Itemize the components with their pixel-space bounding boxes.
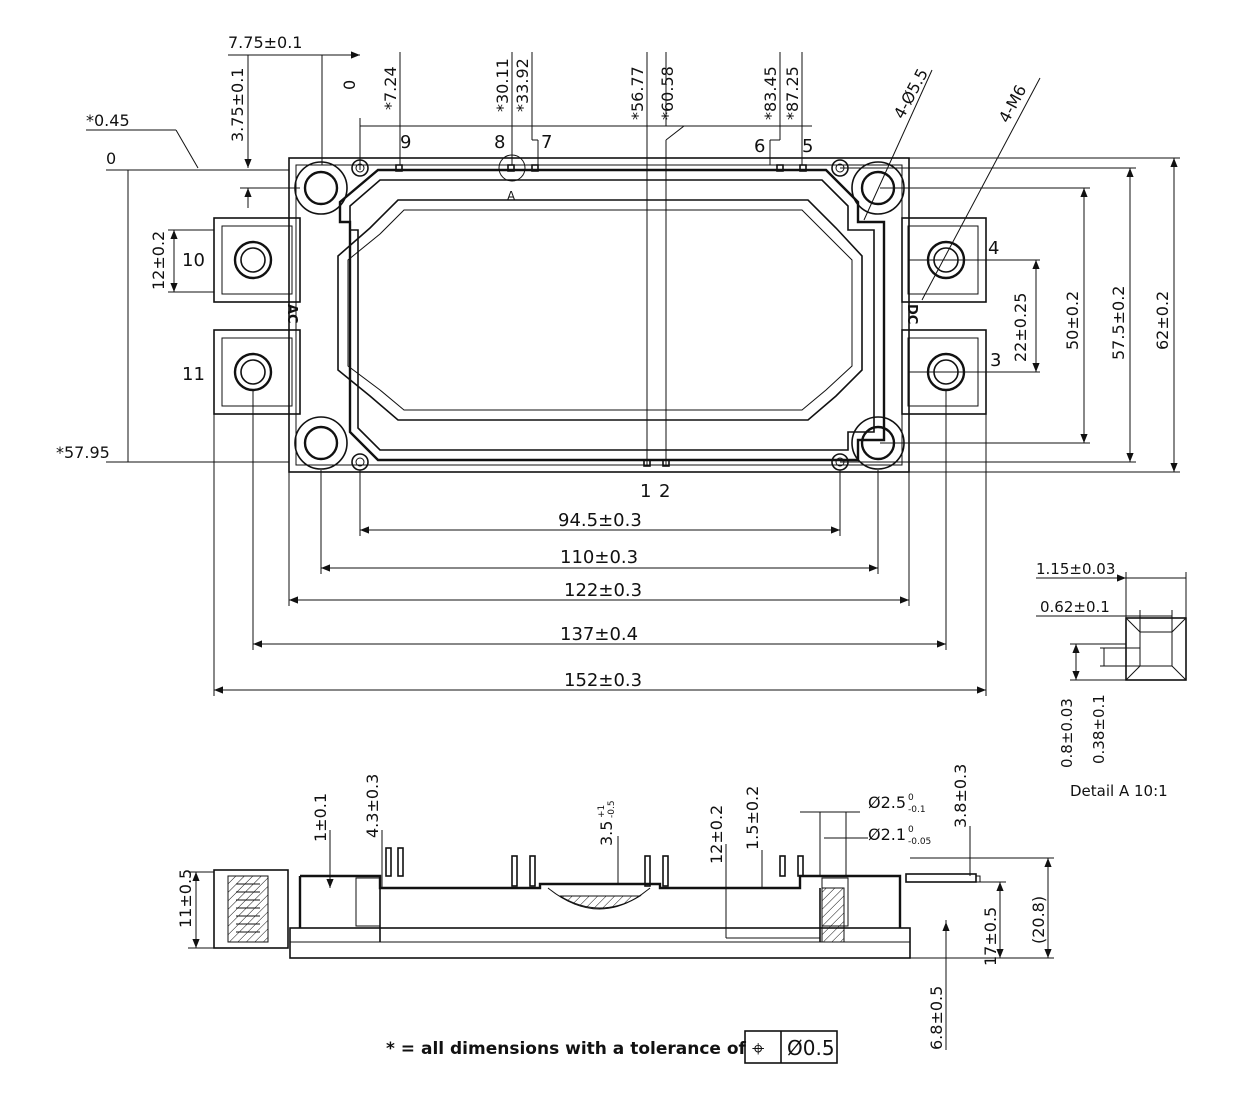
dimension-label: 94.5±0.3 xyxy=(558,510,642,531)
dimension-label: 4.3±0.3 xyxy=(363,774,382,838)
housing-outline xyxy=(338,168,886,462)
dimension-label: 3.75±0.1 xyxy=(228,68,247,142)
mounting-hole-top-left xyxy=(294,161,348,215)
screw-section xyxy=(227,875,269,943)
dimension-label: 12±0.2 xyxy=(707,805,726,864)
dimension-label: 0 xyxy=(908,793,914,803)
dimension-label: 1.15±0.03 xyxy=(1036,560,1115,578)
dimension-label: 1±0.1 xyxy=(311,793,330,842)
dimension-label: 57.5±0.2 xyxy=(1109,286,1128,360)
detail-title: Detail A 10:1 xyxy=(1070,782,1168,800)
dimension-label: +1 xyxy=(597,805,607,818)
position-symbol: ⌖ xyxy=(752,1037,764,1062)
ac-label: AC xyxy=(284,304,299,324)
terminal-label-10: 10 xyxy=(182,250,205,271)
module-window-inner xyxy=(347,209,853,411)
dimension-label: 50±0.2 xyxy=(1063,291,1082,350)
tolerance-value: Ø0.5 xyxy=(787,1036,835,1060)
dimension-label: 3.8±0.3 xyxy=(951,764,970,828)
top-view: 9 8 7 6 5 4 3 10 11 1 2 A AC DC 0 *7.24 … xyxy=(56,33,1180,696)
detail-a: 1.15±0.03 0.62±0.1 0.8±0.03 0.38±0.1 Det… xyxy=(1036,560,1187,800)
dimension-label: 1.5±0.2 xyxy=(743,786,762,850)
module-window xyxy=(337,199,863,421)
terminal-label-1: 1 xyxy=(640,481,651,502)
dimension-label: 0 xyxy=(908,825,914,835)
terminal-label-2: 2 xyxy=(659,481,670,502)
dimension-label: 17±0.5 xyxy=(981,907,1000,966)
dimension-label: *87.25 xyxy=(783,66,802,120)
dimension-label: 12±0.2 xyxy=(149,231,168,290)
dimension-label: *60.58 xyxy=(658,66,677,120)
dimension-label: 6.8±0.5 xyxy=(927,986,946,1050)
dimension-label: 0.62±0.1 xyxy=(1040,598,1110,616)
dimension-label: 152±0.3 xyxy=(564,670,642,691)
dimension-label: -0.05 xyxy=(908,837,931,847)
terminal-label-11: 11 xyxy=(182,364,205,385)
dc-label: DC xyxy=(904,304,919,324)
terminal-block-11 xyxy=(213,329,301,415)
dimension-label: -0.5 xyxy=(607,800,617,818)
dimension-label: *83.45 xyxy=(761,66,780,120)
terminal-label-4: 4 xyxy=(988,238,999,259)
dimension-label: Ø2.5 xyxy=(868,793,906,812)
dimension-label: (20.8) xyxy=(1029,896,1048,944)
terminal-label-8: 8 xyxy=(494,132,505,153)
housing-inner xyxy=(349,179,875,451)
dimension-label: 122±0.3 xyxy=(564,580,642,601)
outer-frame xyxy=(288,157,910,473)
dimension-label: 7.75±0.1 xyxy=(228,33,302,52)
terminal-label-7: 7 xyxy=(541,132,552,153)
dimension-label: 4-Ø5.5 xyxy=(890,65,932,122)
dimension-label: 0 xyxy=(106,149,116,168)
dimension-label: *0.45 xyxy=(86,111,130,130)
dimension-label: -0.1 xyxy=(908,805,926,815)
terminal-label-9: 9 xyxy=(400,132,411,153)
dimension-label: Ø2.1 xyxy=(868,825,906,844)
mounting-hole-bottom-left xyxy=(294,416,348,470)
terminal-label-5: 5 xyxy=(802,136,813,157)
dimension-label: *56.77 xyxy=(628,66,647,120)
inner-frame xyxy=(295,164,903,466)
dimension-label: 62±0.2 xyxy=(1153,291,1172,350)
terminal-label-6: 6 xyxy=(754,136,765,157)
side-view: 11±0.5 1±0.1 4.3±0.3 3.5 +1 -0.5 12±0.2 … xyxy=(176,764,1054,1050)
dimension-label: 0.8±0.03 xyxy=(1058,698,1076,768)
dimension-label: *33.92 xyxy=(513,58,532,112)
pin-label-a: A xyxy=(507,189,516,203)
dimension-label: *7.24 xyxy=(381,66,400,110)
dimension-label: *30.11 xyxy=(493,58,512,112)
dimension-label: 11±0.5 xyxy=(176,869,195,928)
terminal-label-3: 3 xyxy=(990,350,1001,371)
dimension-label: 0 xyxy=(340,80,359,90)
dimension-label: 3.5 xyxy=(597,821,616,846)
terminal-block-10 xyxy=(213,217,301,303)
tolerance-note: * = all dimensions with a tolerance of ⌖… xyxy=(386,1030,838,1064)
dimension-label: 110±0.3 xyxy=(560,547,638,568)
dimension-label: 4-M6 xyxy=(995,82,1031,126)
dimension-label: *57.95 xyxy=(56,443,110,462)
dimension-label: 137±0.4 xyxy=(560,624,638,645)
dimension-label: 0.38±0.1 xyxy=(1090,694,1108,764)
dimension-label: 22±0.25 xyxy=(1011,293,1030,362)
tolerance-note-text: * = all dimensions with a tolerance of xyxy=(386,1039,747,1059)
